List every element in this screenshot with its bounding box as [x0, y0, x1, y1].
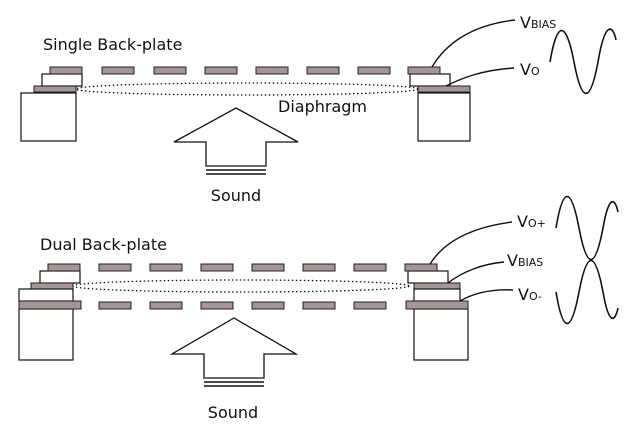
vo-plus-wire	[429, 221, 513, 265]
single-sound-label: Sound	[211, 186, 261, 205]
right-diaphragm-anchor	[413, 282, 461, 290]
right-support-block	[413, 308, 469, 361]
backplate-segment	[200, 301, 234, 310]
single-diaphragm	[75, 82, 419, 96]
dual-vo-plus-waveform-icon	[555, 195, 619, 261]
left-upper-spacer	[39, 270, 81, 284]
diaphragm-label: Diaphragm	[278, 97, 367, 116]
dual-upper-backplate	[47, 263, 438, 272]
dual-lower-backplate	[98, 301, 387, 310]
backplate-segment	[49, 66, 83, 75]
left-support-block	[20, 92, 77, 142]
right-support-block	[417, 92, 471, 142]
single-sound-arrow-icon	[173, 107, 299, 167]
vbias-wire	[447, 261, 505, 284]
right-upper-spacer	[407, 270, 449, 284]
dual-sound-label: Sound	[208, 403, 258, 422]
single-backplate	[49, 66, 441, 75]
backplate-segment	[200, 263, 234, 272]
dual-vbias-label: VBIAS	[507, 251, 543, 270]
backplate-segment	[255, 66, 289, 75]
left-spacer	[41, 73, 83, 87]
single-vbias-label: VBIAS	[520, 13, 556, 32]
backplate-segment	[47, 263, 81, 272]
right-lower-plate-anchor	[405, 300, 469, 310]
vbias-wire	[431, 19, 516, 68]
backplate-segment	[101, 66, 135, 75]
right-spacer	[409, 73, 451, 87]
backplate-segment	[407, 66, 441, 75]
backplate-segment	[404, 263, 438, 272]
single-backplate-section: Single Back-plate Diaphragm Sound	[20, 13, 617, 205]
backplate-segment	[302, 301, 336, 310]
right-diaphragm-anchor	[417, 85, 471, 93]
left-support-block	[18, 308, 74, 361]
backplate-segment	[353, 263, 387, 272]
backplate-segment	[149, 301, 183, 310]
dual-diaphragm	[72, 279, 410, 293]
left-diaphragm-anchor	[33, 85, 77, 93]
single-output-waveform-icon	[549, 28, 617, 95]
backplate-segment	[204, 66, 238, 75]
backplate-segment	[153, 66, 187, 75]
left-lower-plate-anchor	[18, 300, 82, 310]
single-vo-label: VO	[520, 60, 540, 79]
dual-backplate-title: Dual Back-plate	[40, 235, 167, 254]
backplate-segment	[302, 263, 336, 272]
single-backplate-title: Single Back-plate	[43, 35, 182, 54]
backplate-segment	[98, 301, 132, 310]
backplate-segment	[149, 263, 183, 272]
backplate-segment	[306, 66, 340, 75]
dual-backplate-section: Dual Back-plate	[18, 195, 619, 422]
vo-minus-wire	[459, 289, 514, 302]
vo-wire	[445, 67, 515, 87]
left-lower-spacer	[18, 288, 74, 302]
backplate-segment	[251, 301, 285, 310]
dual-vo-minus-waveform-icon	[555, 259, 619, 325]
dual-sound-arrow-icon	[169, 317, 299, 379]
backplate-segment	[251, 263, 285, 272]
backplate-segment	[357, 66, 391, 75]
backplate-segment	[353, 301, 387, 310]
dual-vo-plus-label: VO+	[517, 212, 546, 231]
backplate-segment	[98, 263, 132, 272]
dual-vo-minus-label: VO-	[518, 285, 542, 304]
left-diaphragm-anchor	[30, 282, 74, 290]
right-lower-spacer	[413, 288, 461, 302]
